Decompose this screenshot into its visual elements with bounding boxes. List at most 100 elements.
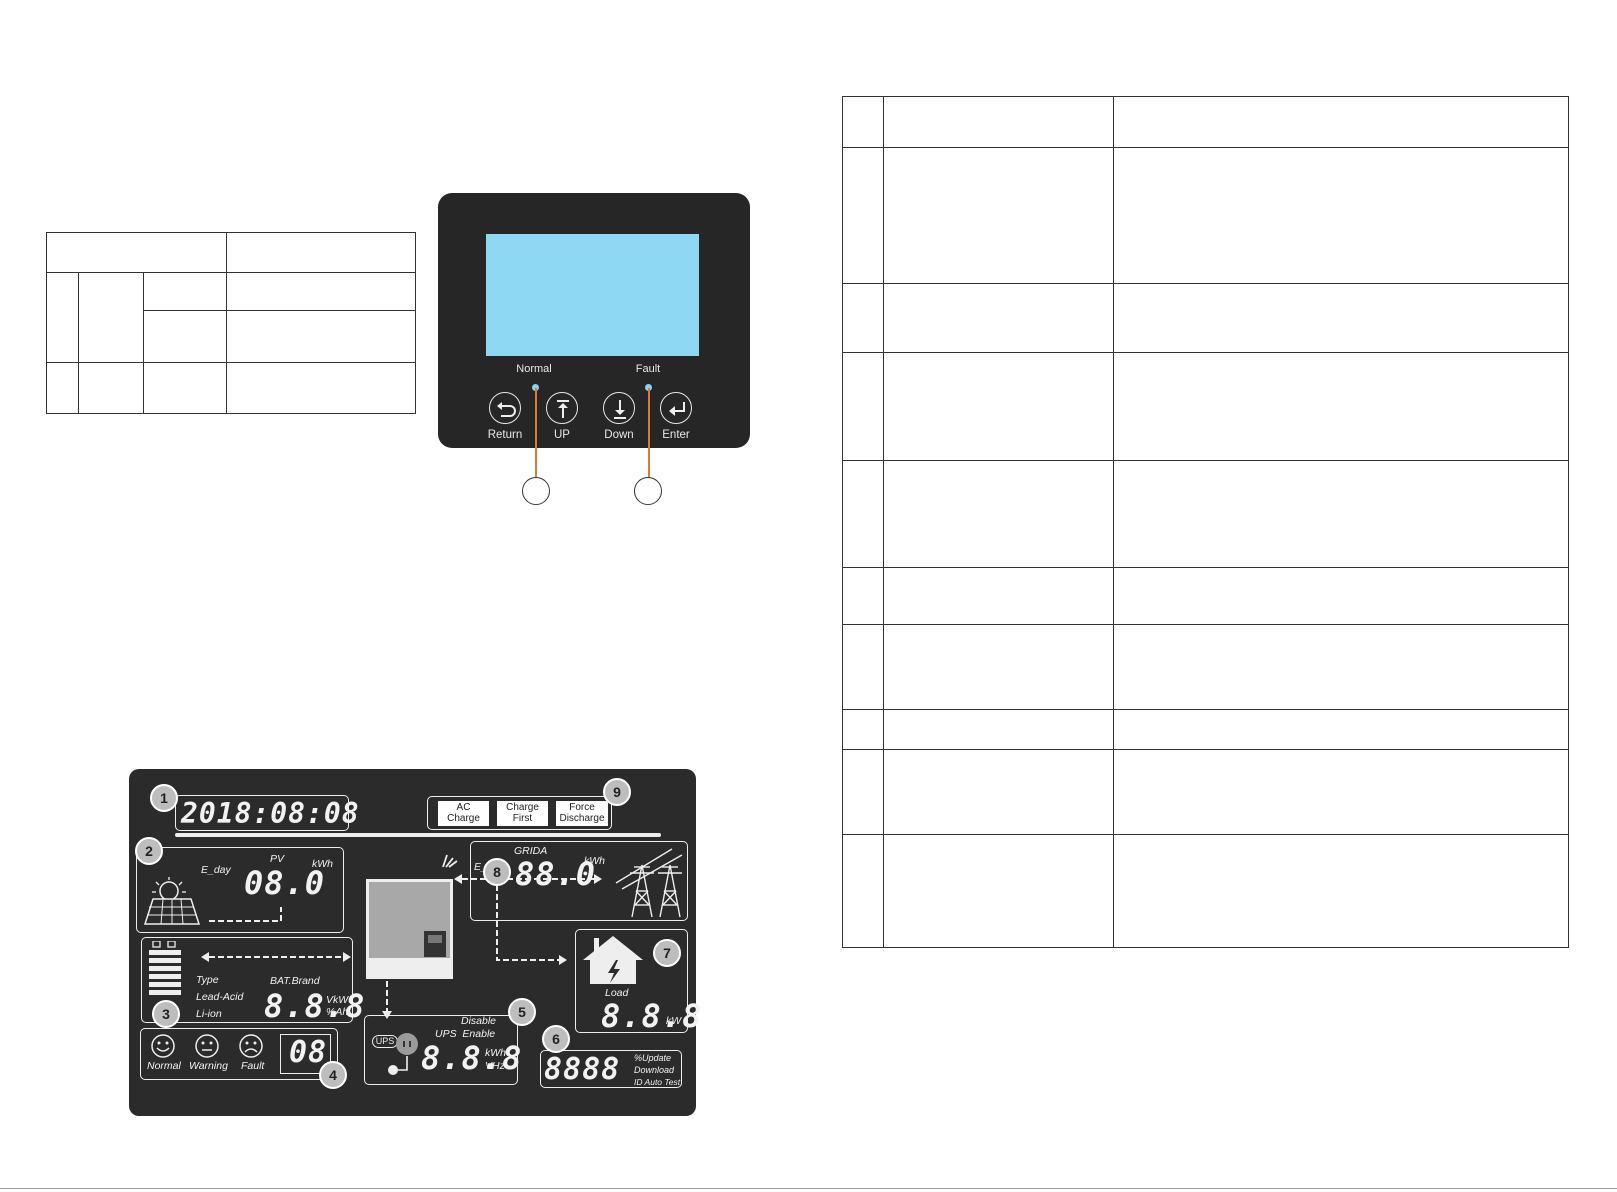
house-icon (583, 936, 643, 984)
normal-callout (522, 477, 550, 505)
normal-leader-line (535, 388, 537, 477)
inverter-screen (424, 931, 446, 957)
fault-callout (634, 477, 662, 505)
battery-type-lead-acid: Lead-Acid (196, 991, 244, 1003)
battery-box (141, 937, 353, 1023)
up-label: UP (554, 429, 570, 441)
badge-6: 6 (542, 1025, 570, 1053)
table-cell (1113, 352, 1569, 461)
grid-value: 88.0 (515, 855, 597, 893)
table-cell (883, 709, 1114, 750)
return-label: Return (487, 429, 523, 441)
table-cell (842, 749, 884, 835)
badge-2: 2 (135, 837, 163, 865)
return-button[interactable] (489, 392, 521, 424)
table-cell (1113, 96, 1569, 148)
status-normal-label: Normal (147, 1060, 181, 1072)
description-table (842, 96, 1569, 948)
table-cell (1113, 624, 1569, 710)
fault-led (645, 384, 652, 391)
up-arrow-icon (557, 400, 569, 418)
battery-icon (149, 941, 181, 995)
date-box (175, 795, 349, 831)
download-label: Download (634, 1065, 675, 1075)
ups-unit-2: VHz (485, 1060, 505, 1072)
grid-label: GRIDA (514, 845, 548, 857)
table-cell (1113, 283, 1569, 353)
enter-arrow-icon (669, 402, 685, 416)
battery-unit-2: %Ah (326, 1006, 349, 1018)
badge-8: 8 (483, 858, 511, 886)
normal-face-icon (151, 1034, 175, 1058)
ups-unit-1: kWh (485, 1047, 506, 1059)
table-cell (883, 567, 1114, 625)
table-cell (883, 283, 1114, 353)
table-cell (883, 749, 1114, 835)
table-cell (842, 624, 884, 710)
normal-led (532, 384, 539, 391)
fault-leader-line (648, 388, 650, 477)
table-cell (46, 231, 227, 274)
indicator-table (46, 231, 416, 415)
grid-unit: kWh (584, 855, 605, 867)
table-cell (883, 460, 1114, 568)
ups-enable-label: UPS Enable (435, 1028, 496, 1040)
socket-plug-icon (388, 1033, 418, 1075)
battery-unit-1: VkW (326, 994, 349, 1006)
pv-eday-label: E_day (201, 864, 231, 876)
badge-5: 5 (508, 998, 536, 1026)
table-cell (842, 352, 884, 461)
battery-flow-arrow (201, 952, 351, 962)
table-cell (226, 231, 416, 274)
pv-value: 08.0 (244, 864, 326, 902)
id-auto-test-label: ID Auto Test (634, 1077, 681, 1087)
status-code: 08 (289, 1035, 328, 1070)
enter-label: Enter (662, 429, 690, 441)
table-cell (842, 147, 884, 284)
status-fault-label: Fault (241, 1060, 265, 1072)
control-panel: Normal Fault Return UP Down Enter (438, 193, 750, 448)
grid-box (470, 841, 688, 921)
badge-3: 3 (152, 1000, 180, 1028)
battery-brand-label: BAT.Brand (270, 975, 320, 987)
badge-4: 4 (319, 1061, 347, 1089)
table-cell (226, 310, 416, 363)
table-cell (226, 361, 416, 415)
date-readout: 2018:08:08 (181, 797, 360, 830)
badge-7: 7 (653, 939, 681, 967)
solar-panel-icon (143, 877, 282, 925)
ups-box (364, 1015, 518, 1085)
table-cell (78, 272, 144, 363)
up-button[interactable] (546, 392, 578, 424)
badge-9: 9 (603, 778, 631, 806)
table-cell (842, 567, 884, 625)
status-warning-label: Warning (189, 1060, 228, 1072)
table-cell (842, 96, 884, 148)
table-cell (226, 272, 416, 312)
table-cell (883, 352, 1114, 461)
inverter-base (366, 961, 453, 979)
ups-disable-label: Disable (461, 1015, 497, 1027)
update-box (540, 1050, 682, 1088)
separator-bar (175, 833, 661, 837)
table-cell (883, 624, 1114, 710)
power-tower-icon (615, 848, 683, 918)
down-arrow-icon (614, 400, 626, 419)
table-cell (842, 460, 884, 568)
update-value: 8888 (544, 1052, 621, 1087)
wifi-icon (442, 854, 458, 868)
load-unit: kW (666, 1015, 682, 1027)
warning-face-icon (195, 1034, 219, 1058)
return-arrow-icon (497, 402, 516, 417)
table-cell (1113, 147, 1569, 284)
table-cell (1113, 460, 1569, 568)
pv-label: PV (270, 853, 285, 865)
enter-button[interactable] (660, 392, 692, 424)
table-cell (143, 361, 227, 415)
status-code-box (280, 1034, 331, 1074)
down-button[interactable] (603, 392, 635, 424)
fault-label: Fault (635, 363, 661, 375)
